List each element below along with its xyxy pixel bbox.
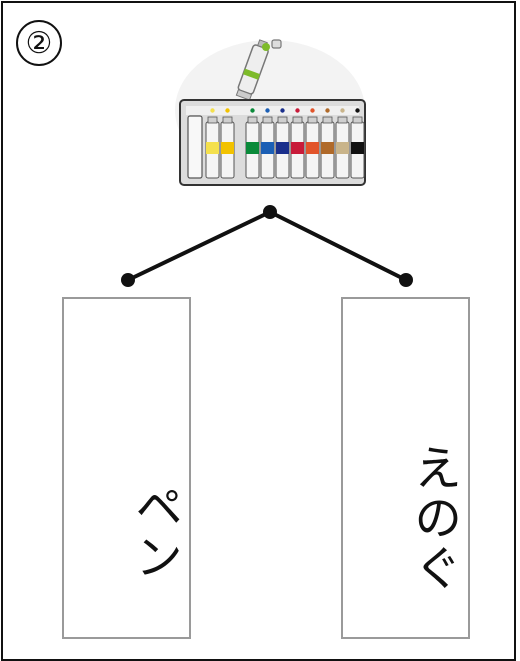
color-dot (210, 108, 215, 113)
paint-tube-icon (305, 116, 320, 179)
color-dot (250, 108, 255, 113)
choice-label-paint: えのぐ (405, 443, 461, 593)
paint-tube-icon (220, 116, 235, 179)
color-dot (340, 108, 345, 113)
choice-label-pen: ペン (126, 482, 182, 582)
color-dot (295, 108, 300, 113)
color-dot (355, 108, 360, 113)
paint-tube-icon (290, 116, 305, 179)
question-number: ② (16, 20, 62, 66)
paint-tube-icon (260, 116, 275, 179)
paint-tube-icon (205, 116, 220, 179)
color-dot (280, 108, 285, 113)
color-dot (225, 108, 230, 113)
paint-tube-icon (275, 116, 290, 179)
paint-tube-icon (245, 116, 260, 179)
paint-tube-icon (350, 116, 365, 179)
paint-tube-icon (320, 116, 335, 179)
color-dot (325, 108, 330, 113)
color-dot (265, 108, 270, 113)
paint-tube-icon (335, 116, 350, 179)
paint-set-icon (175, 39, 366, 186)
choice-card-paint[interactable]: えのぐ (341, 297, 470, 639)
choice-card-pen[interactable]: ペン (62, 297, 191, 639)
color-dot (310, 108, 315, 113)
